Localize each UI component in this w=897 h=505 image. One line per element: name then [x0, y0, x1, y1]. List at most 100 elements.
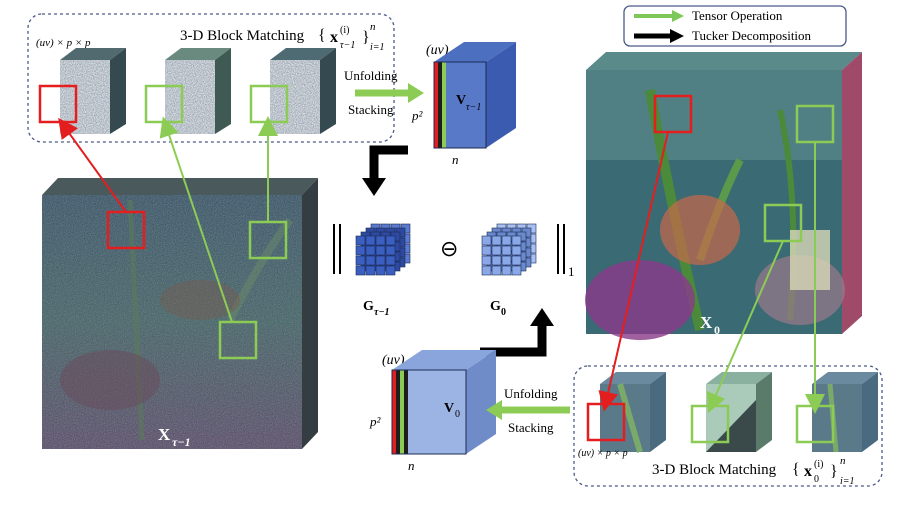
core-g-0-voxel	[511, 255, 522, 266]
tensor-v-tau: (uv) V τ−1 p² n	[411, 42, 516, 167]
top-group-set-main: x	[330, 29, 338, 46]
core-g-tau-voxel	[355, 235, 366, 246]
top-arrow-label-2: Stacking	[348, 102, 394, 117]
core-g-tau-voxel	[365, 245, 376, 256]
bottom-arrow-label-2: Stacking	[508, 420, 554, 435]
tensor-v-tau-dim-left: p²	[411, 108, 424, 123]
legend-black-arrow-icon	[670, 29, 684, 43]
bottom-group-set-sub: 0	[814, 474, 819, 485]
clean-image-sub: 0	[714, 323, 720, 337]
core-g-tau-name: G	[363, 299, 374, 314]
top-group-range-sup: n	[370, 21, 376, 33]
core-g-tau-voxel	[385, 255, 396, 266]
core-g-tau-voxel	[365, 255, 376, 266]
minus-operator: ⊖	[440, 236, 458, 261]
core-g-tau-voxel	[385, 245, 396, 256]
core-g-tau-voxel	[365, 235, 376, 246]
bottom-group-range-sup: n	[840, 455, 846, 467]
norm-expression: 1 ⊖	[333, 224, 575, 279]
bottom-block-matching-group: (uv) × p × p 3-D Block Matching { x (i) …	[573, 365, 883, 487]
core-g-0-voxel	[491, 255, 502, 266]
bottom-group-range-sub: i=1	[840, 476, 855, 487]
bottom-group-brace-close: }	[830, 463, 838, 480]
bottom-arrow-label-1: Unfolding	[504, 386, 558, 401]
legend-label-tucker: Tucker Decomposition	[692, 28, 812, 43]
core-g-tau-voxel	[375, 245, 386, 256]
tucker-arrow-top	[362, 145, 408, 196]
tensor-v0-dim-left: p²	[369, 414, 382, 429]
bottom-group-patch-dims: (uv) × p × p	[578, 448, 628, 459]
norm-subscript: 1	[568, 264, 575, 279]
core-g-0-voxel	[481, 265, 492, 276]
tensor-v0-dim-bottom: n	[408, 458, 415, 473]
core-g-tau-voxel	[385, 265, 396, 276]
top-group-set-sup: (i)	[340, 25, 349, 36]
top-group-patch-dims: (uv) × p × p	[36, 37, 91, 49]
tensor-v-tau-name: V	[456, 93, 466, 108]
legend-label-tensor-operation: Tensor Operation	[692, 8, 783, 23]
top-group-set-sub: τ−1	[340, 40, 355, 51]
core-g-0-voxel	[511, 235, 522, 246]
core-g-0-voxel	[511, 265, 522, 276]
top-arrow-label-1: Unfolding	[344, 68, 398, 83]
bottom-unfolding-arrow: Unfolding Stacking	[486, 386, 570, 435]
core-g-0-voxel	[501, 235, 512, 246]
core-g-tau-voxel	[385, 235, 396, 246]
top-group-brace-close: }	[362, 29, 370, 46]
bottom-group-set-sup: (i)	[814, 459, 823, 470]
top-patch-cube-2	[144, 48, 231, 134]
legend: Tensor Operation Tucker Decomposition	[623, 5, 847, 47]
core-g-tau-sub: τ−1	[374, 307, 390, 318]
core-g-0-voxel	[501, 265, 512, 276]
core-g-0-voxel	[491, 265, 502, 276]
tensor-v-0: (uv) V 0 p² n	[369, 350, 496, 473]
noisy-image-sub: τ−1	[172, 435, 191, 449]
top-block-matching-group: 3-D Block Matching { x (i) τ−1 } n i=1 (…	[27, 13, 395, 143]
core-g-0-voxel	[501, 245, 512, 256]
core-tensor-g-0	[481, 223, 537, 276]
core-tensor-g-tau	[355, 223, 411, 276]
noisy-image-label: X	[158, 425, 171, 444]
tensor-v-tau-dim-top: (uv)	[426, 43, 449, 58]
tensor-v-tau-dim-bottom: n	[452, 152, 459, 167]
top-group-range-sub: i=1	[370, 42, 385, 53]
core-g-tau-voxel	[375, 235, 386, 246]
core-g-tau-voxel	[365, 265, 376, 276]
core-g-tau-voxel	[355, 245, 366, 256]
top-match-connectors	[58, 116, 278, 323]
core-g-0-voxel	[501, 255, 512, 266]
top-group-brace-open: {	[318, 27, 326, 44]
core-g-0-voxel	[481, 245, 492, 256]
top-patch-cube-1	[38, 48, 126, 134]
bottom-patch-cube-3	[795, 372, 878, 453]
core-g-0-voxel	[481, 255, 492, 266]
bottom-match-connectors	[598, 131, 825, 414]
core-g-tau-voxel	[375, 265, 386, 276]
core-g-0-sub: 0	[501, 307, 506, 318]
clean-image-label: X	[700, 313, 713, 332]
tensor-v-tau-sub: τ−1	[466, 102, 481, 113]
tensor-v0-sub: 0	[455, 409, 460, 420]
bottom-patch-cube-2	[690, 372, 772, 452]
bottom-group-set-main: x	[804, 463, 812, 480]
core-g-0-name: G	[490, 299, 501, 314]
clean-image-x0: X 0	[585, 52, 862, 340]
bottom-group-title: 3-D Block Matching	[652, 462, 777, 478]
tensor-v0-name: V	[444, 401, 454, 416]
core-g-tau-voxel	[355, 255, 366, 266]
top-unfolding-arrow: Unfolding Stacking	[344, 68, 424, 117]
bottom-patch-cube-1	[586, 372, 666, 453]
core-g-0-voxel	[491, 235, 502, 246]
legend-green-arrow-icon	[672, 10, 684, 22]
core-g-0-voxel	[481, 235, 492, 246]
top-patch-cube-3	[249, 48, 336, 134]
core-g-0-voxel	[511, 245, 522, 256]
tensor-v0-dim-top: (uv)	[382, 353, 405, 368]
core-g-0-voxel	[491, 245, 502, 256]
noisy-image-x-tau: X τ−1	[42, 178, 318, 449]
tucker-arrow-bottom	[480, 308, 554, 357]
core-g-tau-voxel	[375, 255, 386, 266]
bottom-group-brace-open: {	[792, 461, 800, 478]
core-g-tau-voxel	[355, 265, 366, 276]
